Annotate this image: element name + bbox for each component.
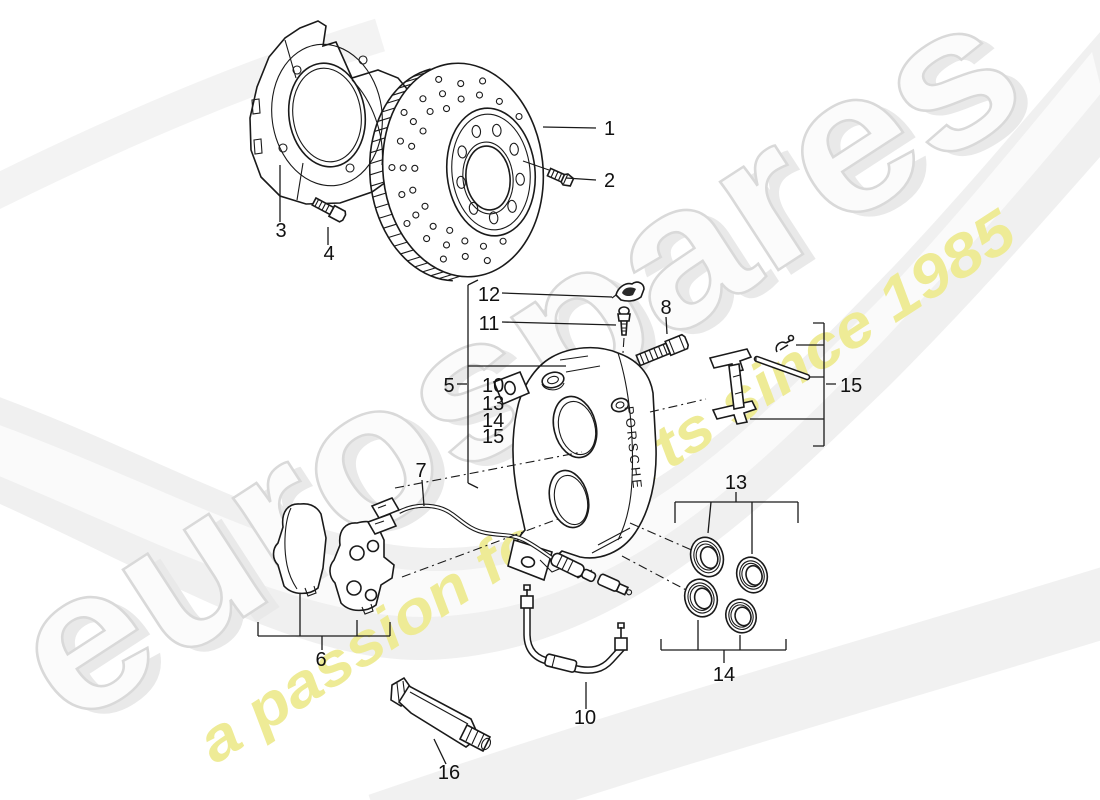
label-5-caliper: 5 (443, 375, 454, 397)
label-5-sub-13: 13 (482, 393, 504, 415)
label-2-screw: 2 (604, 170, 615, 192)
guide-bolt-part (635, 333, 690, 367)
brake-hose-part (520, 584, 628, 674)
label-1-disc: 1 (604, 118, 615, 140)
label-15-retainer: 15 (840, 375, 862, 397)
lubricant-tube-part (390, 676, 492, 753)
disc-set-screw-part (522, 160, 575, 187)
bleeder-valve-part (617, 306, 631, 397)
retaining-clip-part (611, 281, 645, 302)
label-13-seals: 13 (725, 472, 747, 494)
label-11-bleeder: 11 (479, 313, 500, 335)
part-number-labels: 1 2 3 4 5 10 13 14 15 12 11 8 15 13 14 6… (275, 118, 862, 784)
label-6-pads: 6 (315, 649, 326, 671)
brake-disc-part (368, 62, 545, 282)
label-5-sub-10: 10 (482, 375, 504, 397)
wear-sensor-part (366, 497, 633, 596)
retainer-set-part (708, 334, 811, 425)
label-14-seals: 14 (713, 664, 735, 686)
label-7-sensor: 7 (415, 460, 426, 482)
label-10-hose: 10 (574, 707, 596, 729)
label-16-tube: 16 (438, 762, 460, 784)
plate-screw-part (311, 196, 347, 223)
label-4-screw: 4 (323, 243, 334, 265)
label-12-clip: 12 (478, 284, 500, 306)
leader-lines (257, 126, 836, 765)
label-8-bolt: 8 (660, 297, 671, 319)
protective-plate-part (249, 20, 421, 205)
seal-rings-part (683, 536, 769, 634)
brake-caliper-part: PORSCHE (492, 346, 657, 582)
label-3-plate: 3 (275, 220, 286, 242)
label-5-sub-14: 14 (482, 410, 504, 432)
label-5-sub-15: 15 (482, 426, 504, 448)
